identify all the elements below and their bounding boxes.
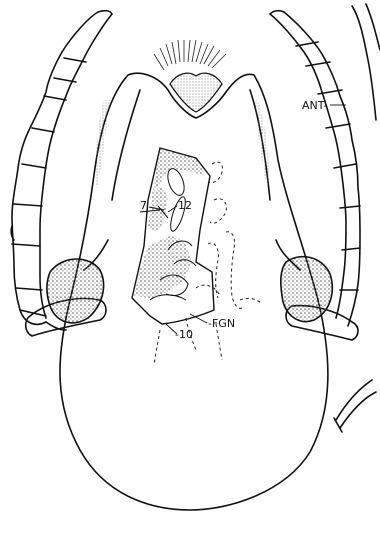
- right-lateral-stipple: [254, 100, 269, 190]
- right-eye: [281, 257, 332, 322]
- label-10: -10: [175, 329, 193, 340]
- label-fgn: -FGN: [208, 318, 235, 329]
- label-ant: ANT-: [302, 100, 327, 111]
- label-7: 7: [140, 200, 147, 211]
- label-12: 12: [178, 200, 192, 211]
- left-lateral-stipple: [95, 100, 110, 190]
- left-eye: [47, 259, 104, 323]
- setae: [154, 40, 226, 70]
- neighbor-leg: [336, 380, 376, 428]
- frontal-line-left: [112, 90, 140, 200]
